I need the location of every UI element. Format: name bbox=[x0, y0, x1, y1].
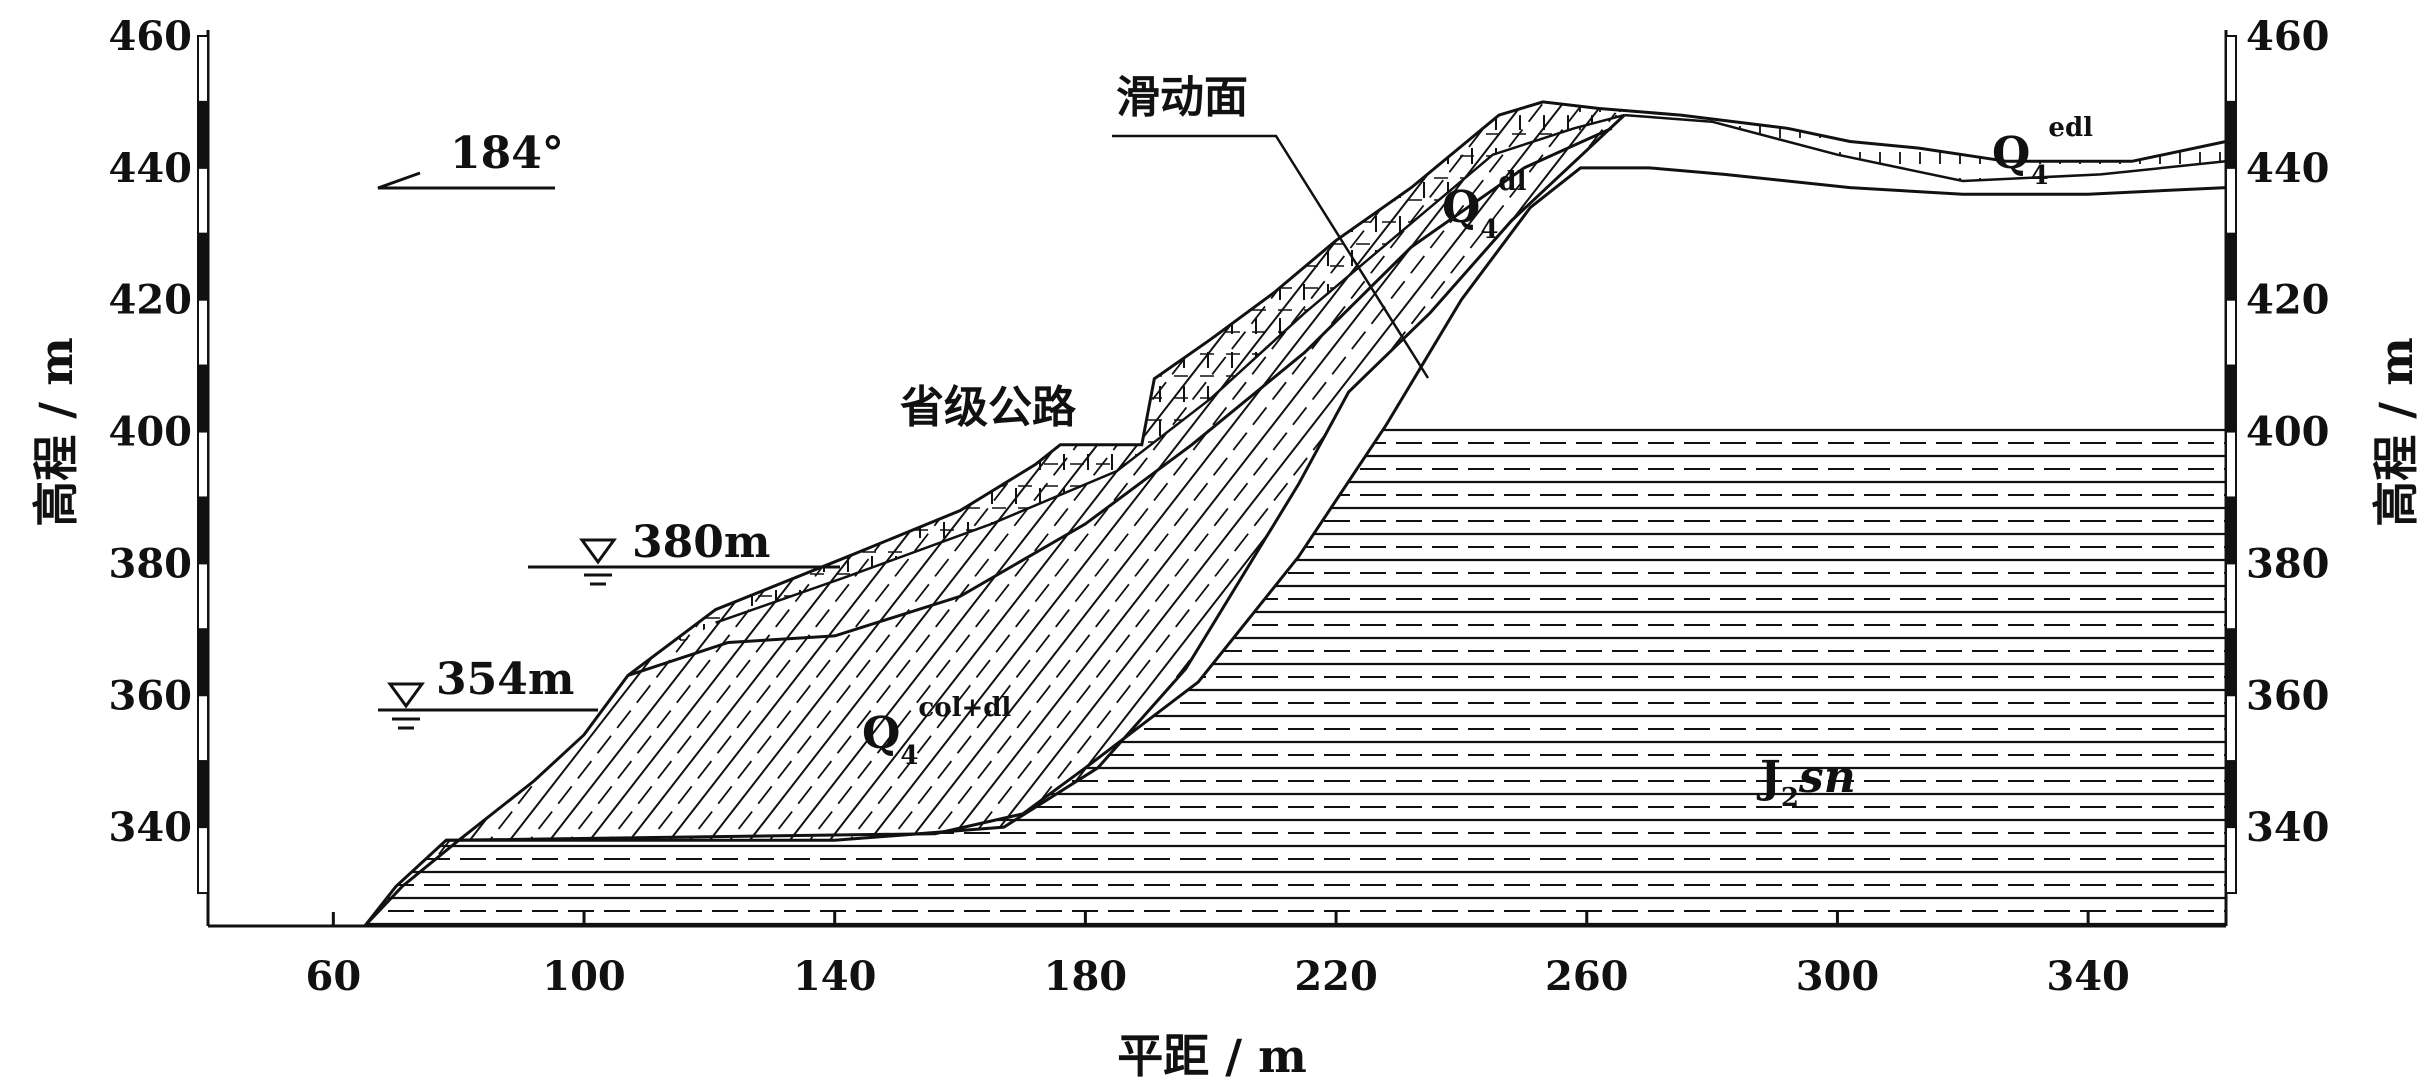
y-axis-label-right: 高程 / m bbox=[2369, 337, 2423, 527]
elevation-scale-band bbox=[197, 298, 209, 367]
elevation-scale-band bbox=[2225, 166, 2237, 235]
slip-surface-leader bbox=[1112, 134, 1430, 379]
x-tick-label: 300 bbox=[1796, 953, 1880, 1000]
elevation-scale-band bbox=[2225, 760, 2237, 829]
colluvium-hatch-line bbox=[364, 101, 1001, 926]
elevation-scale-band bbox=[197, 562, 209, 631]
colluvium-top-line bbox=[627, 126, 1613, 677]
axes-frame bbox=[197, 30, 2237, 928]
direction-indicator: 184° bbox=[377, 128, 564, 190]
water-level-label: 354m bbox=[436, 654, 574, 705]
elevation-scale-band bbox=[2225, 694, 2237, 763]
water-level-label: 380m bbox=[632, 517, 770, 568]
colluvium-hatch-line bbox=[364, 101, 701, 926]
elevation-scale-band bbox=[2225, 298, 2237, 367]
elevation-scale-band bbox=[2225, 100, 2237, 169]
water-level-354: 354m bbox=[378, 654, 598, 730]
y-tick-label-left: 360 bbox=[109, 672, 193, 719]
elevation-scale-band bbox=[197, 364, 209, 433]
x-tick-label: 220 bbox=[1294, 953, 1378, 1000]
unit-label-q4dl: Q4dl bbox=[1442, 167, 1527, 245]
unit-label-q4coldl: Q4col+dl bbox=[862, 693, 1011, 771]
x-axis-label: 平距 / m bbox=[1117, 1029, 1307, 1083]
colluvium-hatch-line bbox=[364, 101, 941, 926]
elevation-scale-band bbox=[2225, 35, 2237, 103]
colluvium-hatch-line bbox=[364, 101, 1041, 926]
x-tick-label: 100 bbox=[542, 953, 626, 1000]
direction-label: 184° bbox=[450, 128, 564, 179]
y-tick-label-left: 380 bbox=[109, 540, 193, 587]
colluvium-hatch-line bbox=[364, 101, 981, 926]
y-tick-label-right: 400 bbox=[2246, 409, 2330, 456]
elevation-scale-band bbox=[2225, 826, 2237, 895]
x-tick-label: 140 bbox=[793, 953, 877, 1000]
eluvial-base-line bbox=[1624, 113, 2227, 183]
y-tick-label-right: 420 bbox=[2246, 277, 2330, 324]
elevation-scale-band bbox=[197, 826, 209, 895]
unit-label-j2sn: J2sn bbox=[1756, 752, 1856, 813]
bedrock-top-line bbox=[363, 166, 2227, 927]
y-tick-label-left: 400 bbox=[109, 409, 193, 456]
elevation-scale-band bbox=[2225, 562, 2237, 631]
y-tick-label-right: 380 bbox=[2246, 540, 2330, 587]
elevation-scale-band bbox=[2225, 232, 2237, 301]
y-tick-label-left: 460 bbox=[109, 13, 193, 60]
elevation-scale-band bbox=[197, 628, 209, 697]
x-tick-label: 340 bbox=[2046, 953, 2130, 1000]
elevation-scale-band bbox=[197, 166, 209, 235]
elevation-scale-band bbox=[197, 430, 209, 499]
slip-surface-annotation: 滑动面 bbox=[1112, 72, 1430, 379]
water-level-icon bbox=[387, 682, 425, 709]
colluvium-hatch-line bbox=[364, 101, 1021, 926]
water-level-icon bbox=[579, 538, 617, 565]
elevation-scale-band bbox=[197, 496, 209, 565]
elevation-scale-band bbox=[197, 760, 209, 829]
x-tick-label: 260 bbox=[1545, 953, 1629, 1000]
unit-label-q4edl: Q4edl bbox=[1992, 113, 2093, 191]
slip-surface-label: 滑动面 bbox=[1116, 72, 1248, 123]
elevation-scale-band bbox=[197, 232, 209, 301]
colluvium-hatch-line bbox=[839, 101, 1541, 926]
x-tick-labels: 60 100 140 180 220 260 300 340 bbox=[306, 912, 2130, 1000]
y-tick-labels-left: 340 360 380 400 420 440 460 bbox=[109, 13, 193, 851]
y-tick-label-right: 460 bbox=[2246, 13, 2330, 60]
elevation-scale-band bbox=[2225, 364, 2237, 433]
water-level-380: 380m bbox=[528, 517, 840, 586]
y-tick-label-right: 440 bbox=[2246, 145, 2330, 192]
elevation-scale-band bbox=[197, 35, 209, 103]
x-tick-label: 60 bbox=[306, 953, 362, 1000]
colluvium-hatch-line bbox=[364, 101, 961, 926]
y-tick-label-left: 420 bbox=[109, 277, 193, 324]
elevation-scale-band bbox=[197, 100, 209, 169]
direction-arrow-icon bbox=[377, 171, 555, 190]
elevation-scale-band bbox=[2225, 628, 2237, 697]
y-tick-labels-right: 340 360 380 400 420 440 460 bbox=[2246, 13, 2330, 851]
x-tick-label: 180 bbox=[1044, 953, 1128, 1000]
road-label: 省级公路 bbox=[900, 382, 1077, 433]
y-tick-label-right: 340 bbox=[2246, 804, 2330, 851]
y-tick-label-right: 360 bbox=[2246, 672, 2330, 719]
elevation-scale-band bbox=[197, 694, 209, 763]
y-tick-label-left: 440 bbox=[109, 145, 193, 192]
elevation-scale-band bbox=[2225, 430, 2237, 499]
colluvium-hatch-line bbox=[919, 101, 1621, 926]
talus-base-line bbox=[715, 113, 1625, 624]
elevation-scale-band bbox=[2225, 496, 2237, 565]
y-axis-label-left: 高程 / m bbox=[29, 337, 83, 527]
ground-surface-line bbox=[363, 100, 2227, 928]
colluvium-hatch-line bbox=[364, 101, 921, 926]
y-tick-label-left: 340 bbox=[109, 804, 193, 851]
